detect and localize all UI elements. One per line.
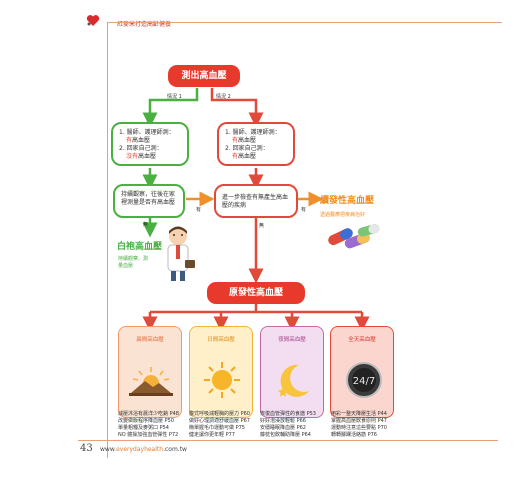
yes-label-check: 有 — [301, 207, 307, 213]
doctor-illustration — [158, 226, 198, 284]
mascot-logo — [86, 12, 100, 26]
desc-line: 掌握高血壓飲食原則 P47 — [331, 418, 387, 424]
case1-line2: 2. 回家自己測： — [119, 145, 163, 152]
case2-line2b: 有高血壓 — [232, 153, 257, 160]
sunrise-icon — [129, 367, 173, 396]
case2-line2: 2. 回家自己測： — [225, 145, 269, 152]
case2-line1b: 有高血壓 — [232, 137, 257, 144]
desc-line: 減壓沐浴有晨洋少吃鈉 P48 — [118, 411, 179, 417]
book-title: 紅麥米打造高齡健養 — [117, 21, 172, 28]
white-coat-sub: 持續觀察、測量血壓 — [118, 256, 149, 269]
secondary-sub: 透過醫療把疾病治好 — [320, 212, 366, 218]
desc-line: 轉轉腳踝活絡筋 P76 — [331, 432, 377, 438]
yes-label-observe: 有 — [196, 207, 202, 213]
sun-icon — [204, 362, 240, 398]
desc-line: 恢復血管彈性的食譜 P53 — [260, 411, 316, 417]
svg-text:24/7: 24/7 — [353, 376, 375, 387]
observe-box: 持續觀察，往後在家裡測量是否有高血壓 — [113, 184, 185, 218]
footer-line — [78, 440, 498, 441]
card-night-title: 夜間高血壓 — [278, 337, 306, 343]
desc-line: 藤枕包飲輔助降壓 P64 — [260, 432, 311, 438]
desc-line: 腹式呼吸減輕胸的壓力 P60 — [189, 411, 250, 417]
case1-line1b: 有高血壓 — [126, 137, 151, 144]
primary-title: 原發性高血壓 — [207, 282, 305, 304]
case2-line1: 1. 醫師、護理師測： — [225, 129, 281, 136]
case1-label: 情況 1 — [167, 94, 182, 100]
desc-line: 安穩睡眠降血壓 P62 — [260, 425, 306, 431]
clock-24-7-icon: 24/7 — [346, 362, 382, 398]
secondary-title: 續發性高血壓 — [320, 196, 375, 206]
pills-illustration — [326, 222, 382, 256]
card-morning-title: 晨間高血壓 — [136, 337, 164, 343]
desc-line: NO 體操加強血管彈性 P72 — [118, 432, 179, 438]
desc-line: 運動時注意這些要點 P70 — [331, 425, 387, 431]
card-daytime-title: 日間高血壓 — [207, 337, 235, 343]
card-night-desc: 恢復血管彈性的食譜 P53 好好泡澡放輕鬆 P66 安穩睡眠降血壓 P62 藤枕… — [260, 411, 330, 439]
case1-line1: 1. 醫師、護理師測： — [119, 129, 175, 136]
card-night: 夜間高血壓 — [260, 326, 324, 418]
page-border-top — [107, 22, 502, 23]
desc-line: 改變做飯程序降血壓 P50 — [118, 418, 174, 424]
desc-line: 簡單握毛巾運動可做 P75 — [189, 425, 245, 431]
case2-label: 情況 2 — [216, 94, 231, 100]
page-number: 43 — [80, 443, 93, 454]
flow-top-title: 測出高血壓 — [168, 65, 240, 87]
footer-website: www.everydayhealth.com.tw — [100, 446, 187, 453]
desc-line: 好好泡澡放輕鬆 P66 — [260, 418, 306, 424]
no-label-observe: 無 — [143, 222, 149, 228]
desc-line: 用彩一整天降壓生活 P44 — [331, 411, 387, 417]
moon-icon — [278, 364, 309, 397]
card-allday-desc: 用彩一整天降壓生活 P44 掌握高血壓飲食原則 P47 運動時注意這些要點 P7… — [331, 411, 401, 439]
desc-line: 單量粗糧及麥粥口 P54 — [118, 425, 169, 431]
case2-box: 1. 醫師、護理師測： 有高血壓 2. 回家自己測： 有高血壓 — [217, 122, 295, 166]
case1-line2b: 沒有高血壓 — [126, 153, 157, 160]
card-allday: 全天高血壓 24/7 — [330, 326, 394, 418]
check-box: 進一步檢查有無產生高血壓的疾病 — [214, 184, 298, 218]
card-allday-title: 全天高血壓 — [348, 337, 376, 343]
white-coat-title: 白袍高血壓 — [117, 242, 163, 252]
card-morning-desc: 減壓沐浴有晨洋少吃鈉 P48 改變做飯程序降血壓 P50 單量粗糧及麥粥口 P5… — [118, 411, 188, 439]
no-label-check: 無 — [259, 223, 265, 229]
desc-line: 健走讓你更年輕 P77 — [189, 432, 235, 438]
card-daytime: 日間高血壓 — [189, 326, 253, 418]
card-daytime-desc: 腹式呼吸減輕胸的壓力 P60 做好心理調適舒緩血壓 P67 簡單握毛巾運動可做 … — [189, 411, 259, 439]
card-morning: 晨間高血壓 — [118, 326, 182, 418]
desc-line: 做好心理調適舒緩血壓 P67 — [189, 418, 250, 424]
page-border-left — [107, 22, 108, 458]
case1-box: 1. 醫師、護理師測： 有高血壓 2. 回家自己測： 沒有高血壓 — [111, 122, 189, 166]
